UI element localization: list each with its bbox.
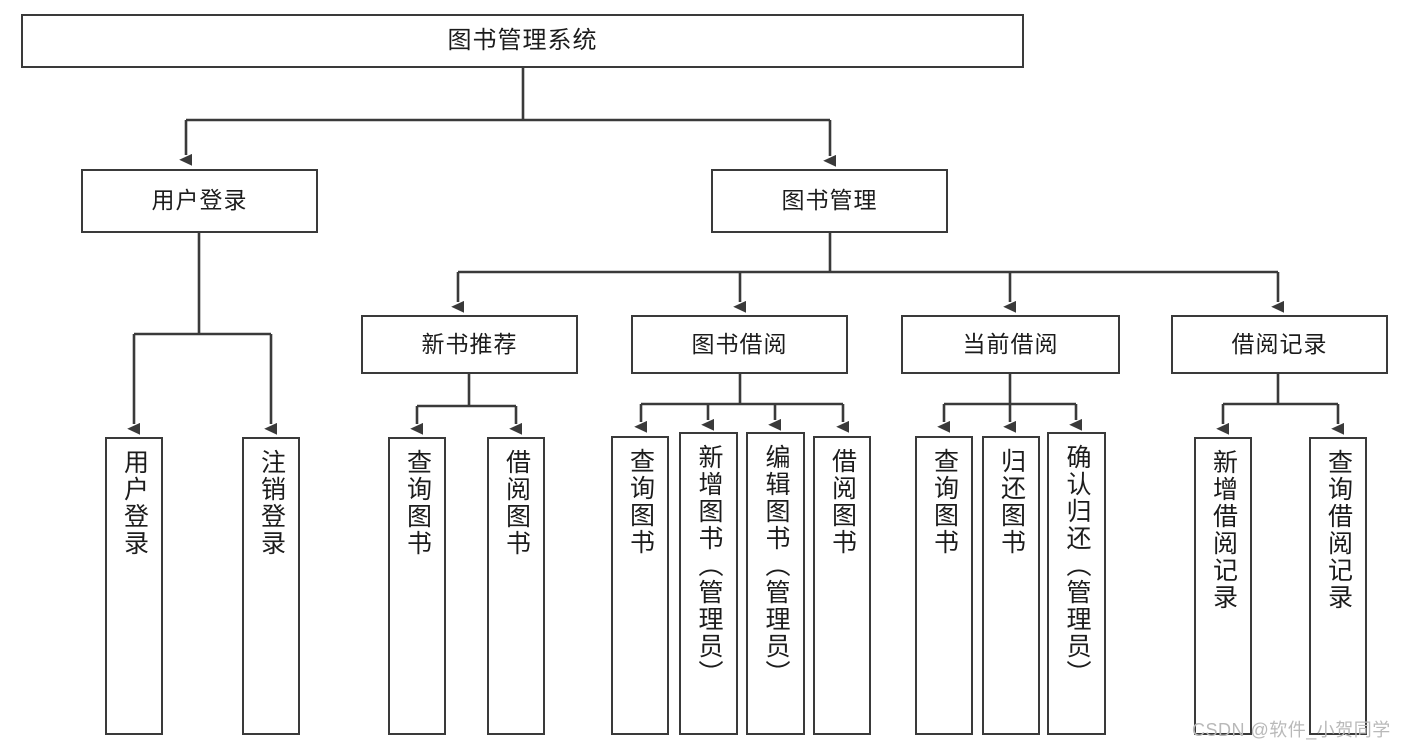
node-current-borrow[interactable]: 当前借阅 bbox=[901, 315, 1120, 374]
leaf-label: 编辑图书（管理员） bbox=[762, 444, 790, 687]
leaf-label: 确认归还（管理员） bbox=[1063, 444, 1091, 687]
leaf-label: 查询借阅记录 bbox=[1324, 449, 1353, 611]
leaf-query-book-current[interactable]: 查询图书 bbox=[915, 436, 973, 735]
leaf-label: 查询图书 bbox=[403, 449, 432, 557]
node-user-login[interactable]: 用户登录 bbox=[81, 169, 318, 233]
leaf-query-book-newbook[interactable]: 查询图书 bbox=[388, 437, 446, 735]
leaf-label: 借阅图书 bbox=[828, 448, 857, 556]
leaf-logout[interactable]: 注销登录 bbox=[242, 437, 300, 735]
leaf-label: 新增图书（管理员） bbox=[695, 444, 723, 687]
leaf-user-login[interactable]: 用户登录 bbox=[105, 437, 163, 735]
node-book-management[interactable]: 图书管理 bbox=[711, 169, 948, 233]
node-borrow-record[interactable]: 借阅记录 bbox=[1171, 315, 1388, 374]
leaf-edit-book-admin[interactable]: 编辑图书（管理员） bbox=[746, 432, 805, 735]
leaf-return-book[interactable]: 归还图书 bbox=[982, 436, 1040, 735]
leaf-confirm-return-admin[interactable]: 确认归还（管理员） bbox=[1047, 432, 1106, 735]
leaf-label: 查询图书 bbox=[626, 448, 655, 556]
leaf-query-borrow-record[interactable]: 查询借阅记录 bbox=[1309, 437, 1367, 735]
node-root-system[interactable]: 图书管理系统 bbox=[21, 14, 1024, 68]
leaf-label: 查询图书 bbox=[930, 448, 959, 556]
leaf-label: 注销登录 bbox=[257, 449, 286, 557]
leaf-label: 用户登录 bbox=[120, 449, 149, 557]
leaf-borrow-book[interactable]: 借阅图书 bbox=[813, 436, 871, 735]
leaf-add-book-admin[interactable]: 新增图书（管理员） bbox=[679, 432, 738, 735]
leaf-borrow-book-newbook[interactable]: 借阅图书 bbox=[487, 437, 545, 735]
leaf-label: 借阅图书 bbox=[502, 449, 531, 557]
node-book-borrow[interactable]: 图书借阅 bbox=[631, 315, 848, 374]
leaf-query-book-borrow[interactable]: 查询图书 bbox=[611, 436, 669, 735]
leaf-label: 归还图书 bbox=[997, 448, 1026, 556]
leaf-add-borrow-record[interactable]: 新增借阅记录 bbox=[1194, 437, 1252, 735]
leaf-label: 新增借阅记录 bbox=[1209, 449, 1238, 611]
node-new-book-recommend[interactable]: 新书推荐 bbox=[361, 315, 578, 374]
